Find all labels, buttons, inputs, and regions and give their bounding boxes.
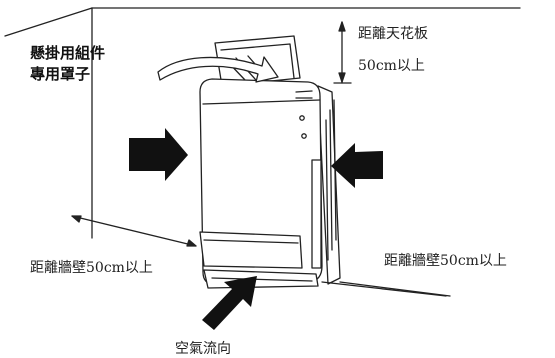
left-intake-arrow: [129, 128, 188, 181]
right-wall-distance-label: 距離牆壁50cm以上: [384, 253, 507, 269]
right-wall-dim-line: [321, 281, 447, 297]
floor-edge: [339, 281, 451, 297]
bottom-intake-arrow: [202, 276, 257, 330]
ceiling-distance-line1: 距離天花板: [358, 26, 428, 42]
right-intake-arrow: [331, 143, 383, 188]
left-wall-dim-line: [71, 215, 197, 247]
air-purifier-side: [317, 85, 341, 285]
airflow-label: 空氣流向: [175, 341, 231, 357]
bracket-label-line1: 懸掛用組件: [30, 44, 106, 62]
front-vent: [199, 231, 303, 269]
left-wall-distance-label: 距離牆壁50cm以上: [30, 260, 153, 276]
side-filter: [311, 159, 322, 269]
top-airflow-arrow: [157, 56, 279, 83]
bracket-label-line2: 專用罩子: [30, 65, 91, 83]
ceiling-edge-left: [4, 7, 93, 37]
ceiling-distance-line2: 50cm以上: [358, 58, 425, 74]
